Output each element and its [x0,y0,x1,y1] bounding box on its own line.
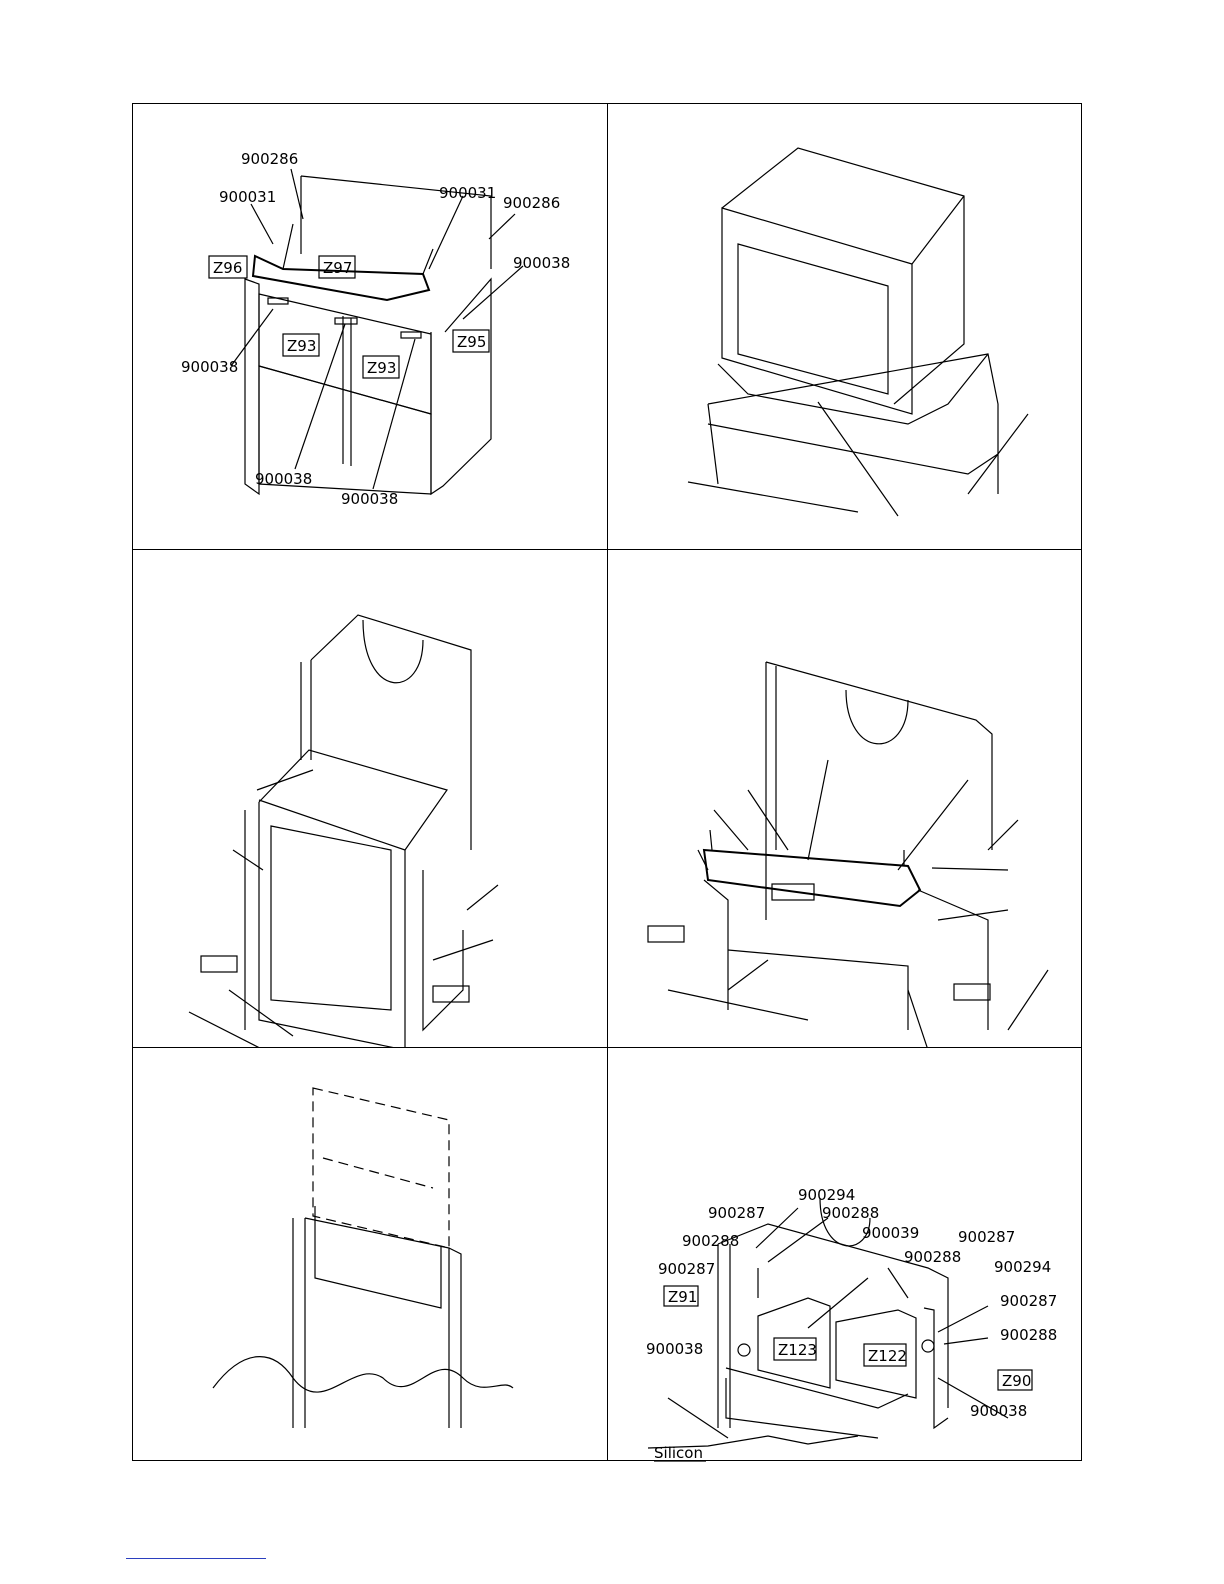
panel-5-back-panel-diagram [133,1048,607,1462]
panel-1-side-panels-diagram: 900286 900031 900031 900286 900038 90003… [133,104,607,549]
part-Z95: Z95 [457,333,486,351]
label-900287-right: 900287 [1000,1292,1057,1310]
label-900287-left: 900287 [658,1260,715,1278]
part-Z93-left: Z93 [287,337,316,355]
label-900288-top: 900288 [822,1204,879,1222]
label-900038-bottom: 900038 [341,490,398,508]
panel-4-top-bracket-diagram [608,550,1082,1047]
label-900039: 900039 [862,1224,919,1242]
label-900288-left: 900288 [682,1232,739,1250]
part-Z93-right: Z93 [367,359,396,377]
label-900031-right: 900031 [439,184,496,202]
panel-2-firebox-insert-diagram [608,104,1082,549]
label-900286-right: 900286 [503,194,560,212]
part-Z123: Z123 [778,1341,817,1359]
part-Z122: Z122 [868,1347,907,1365]
label-900288-right: 900288 [904,1248,961,1266]
panel-6-final-assembly-diagram: 900294 900287 900288 900039 900288 90028… [608,1048,1082,1462]
part-Z91: Z91 [668,1288,697,1306]
label-900038-right: 900038 [970,1402,1027,1420]
label-900287-top-right: 900287 [958,1228,1015,1246]
part-Z96: Z96 [213,259,242,277]
label-900286-left: 900286 [241,150,298,168]
label-900287-top-left: 900287 [708,1204,765,1222]
footer-rule [126,1558,266,1559]
label-900038-right: 900038 [513,254,570,272]
label-900288-bottom-right: 900288 [1000,1326,1057,1344]
label-900038-left: 900038 [646,1340,703,1358]
part-Z97: Z97 [323,259,352,277]
label-900038-left: 900038 [181,358,238,376]
panel-3-firebox-assembled-diagram [133,550,607,1047]
label-900294-left: 900294 [798,1186,855,1204]
label-900038-center: 900038 [255,470,312,488]
label-silicon: Silicon [654,1444,703,1462]
part-Z90: Z90 [1002,1372,1031,1390]
label-900294-right: 900294 [994,1258,1051,1276]
label-900031-left: 900031 [219,188,276,206]
instruction-diagram-grid: 900286 900031 900031 900286 900038 90003… [132,103,1082,1461]
